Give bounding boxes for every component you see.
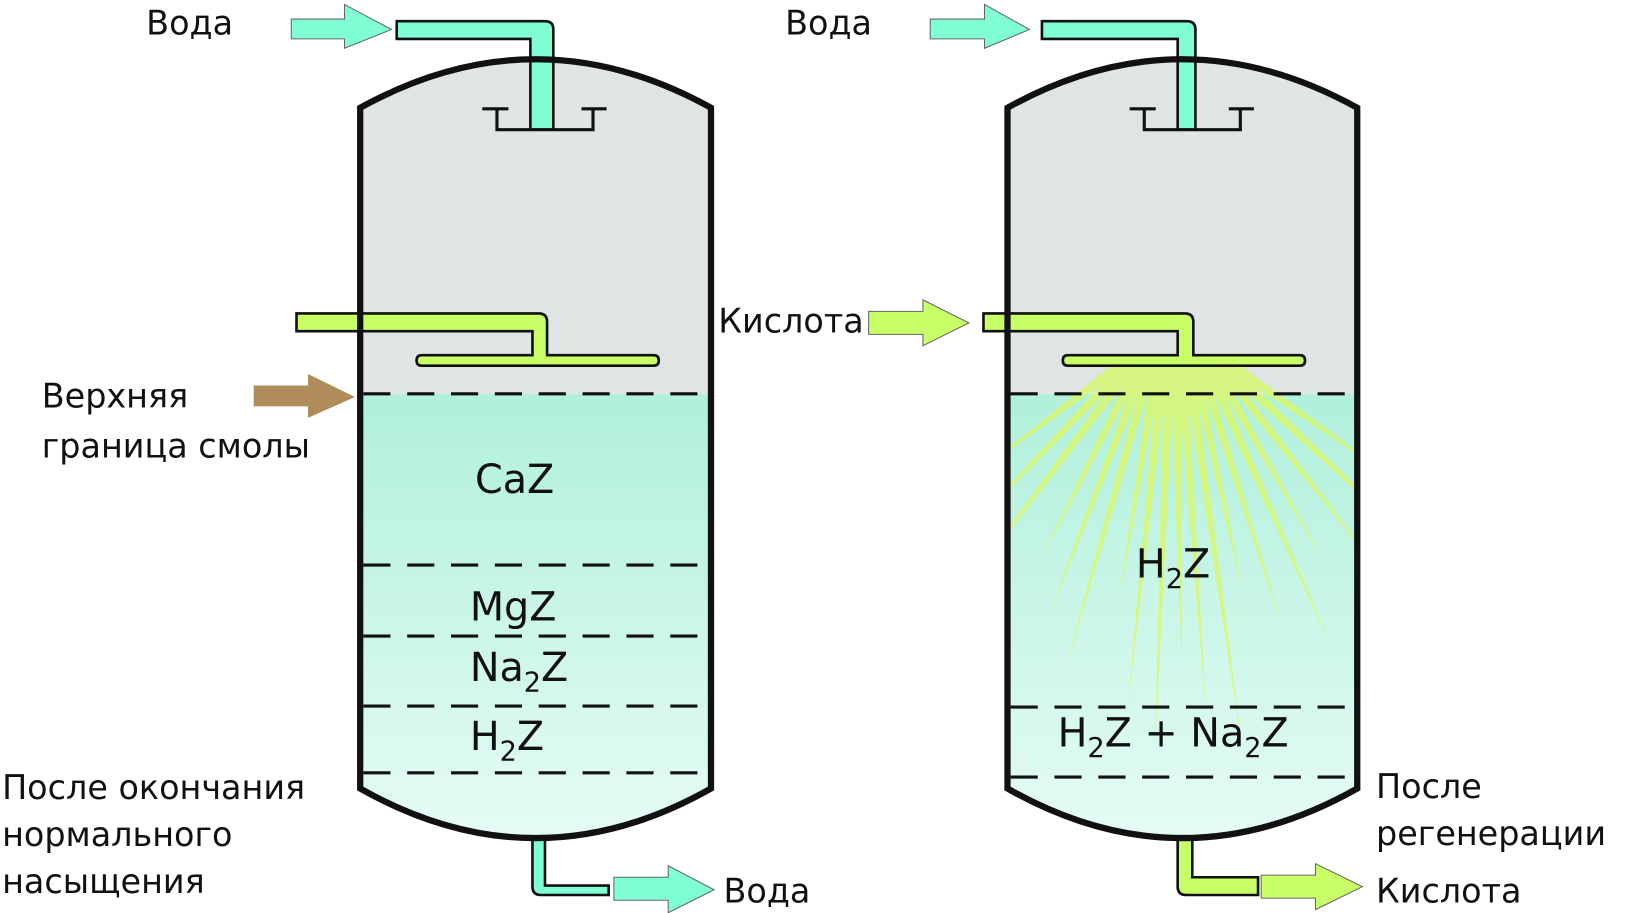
spray-ray — [1007, 362, 1136, 599]
spray-ray — [1170, 365, 1182, 669]
spray-ray — [1229, 361, 1358, 479]
water-in-arrow-right — [929, 3, 1031, 50]
spray-ray — [1222, 361, 1358, 565]
acid-distributor-pipe — [982, 312, 1307, 367]
acid-distributor-pipe — [295, 312, 661, 367]
acid-out-label: Кислота — [1376, 871, 1521, 910]
water-out-arrow-left — [613, 864, 716, 913]
water-out-label-left: Вода — [724, 871, 811, 910]
acid-in-label: Кислота — [718, 301, 863, 340]
vessel-wall — [1004, 56, 1361, 842]
spray-ray — [1202, 363, 1334, 652]
layer-label-caz: CaZ — [475, 457, 554, 503]
spray-ray — [1119, 364, 1162, 598]
water-in-label-right: Вода — [785, 4, 872, 43]
layer-boundaries — [1010, 392, 1345, 779]
spray-ray — [1195, 363, 1283, 629]
spray-ray — [1208, 362, 1323, 560]
acid-outlet-pipe — [1176, 837, 1260, 897]
layer-label-mgz: MgZ — [470, 584, 557, 630]
state-label-left-3: насыщения — [2, 862, 205, 901]
water-distributor — [482, 107, 607, 132]
vessel-wall — [357, 56, 715, 842]
left-vessel — [295, 19, 715, 897]
spray-ray — [1127, 364, 1169, 706]
state-label-right-2: регенерации — [1376, 814, 1606, 853]
layer-label-h2z-na2z: H2Z + Na2Z — [1058, 711, 1289, 764]
state-label-right-1: После — [1376, 767, 1482, 806]
water-in-label-left: Вода — [146, 4, 233, 43]
spray-ray — [1189, 364, 1244, 598]
spray-ray — [1154, 365, 1175, 752]
water-outlet-pipe — [531, 837, 610, 897]
spray-ray — [1182, 364, 1243, 748]
right-vessel — [982, 19, 1361, 897]
layer-label-na2z: Na2Z — [470, 645, 568, 698]
spray-ray — [1049, 363, 1149, 615]
acid-spray — [1007, 361, 1358, 752]
spray-ray — [1007, 361, 1129, 540]
layer-label-h2z: H2Z — [470, 714, 544, 767]
spray-ray — [1040, 362, 1143, 560]
spray-ray — [1176, 365, 1206, 710]
layer-boundaries — [363, 392, 698, 775]
resin-top-arrow — [253, 374, 355, 418]
spray-ray — [1065, 363, 1156, 668]
state-label-left-2: нормального — [2, 815, 232, 854]
water-inlet-pipe — [395, 19, 555, 132]
water-inlet-pipe — [1040, 19, 1197, 132]
water-in-arrow-left — [290, 3, 393, 50]
layer-label-h2z-right: H2Z — [1136, 542, 1210, 595]
water-distributor — [1129, 107, 1254, 132]
acid-out-arrow — [1260, 862, 1364, 911]
acid-in-arrow — [868, 299, 971, 347]
resin-top-label-1: Верхняя — [42, 376, 188, 415]
resin-top-label-2: граница смолы — [42, 427, 310, 466]
spray-ray — [1215, 362, 1358, 569]
state-label-left-1: После окончания — [2, 768, 305, 807]
